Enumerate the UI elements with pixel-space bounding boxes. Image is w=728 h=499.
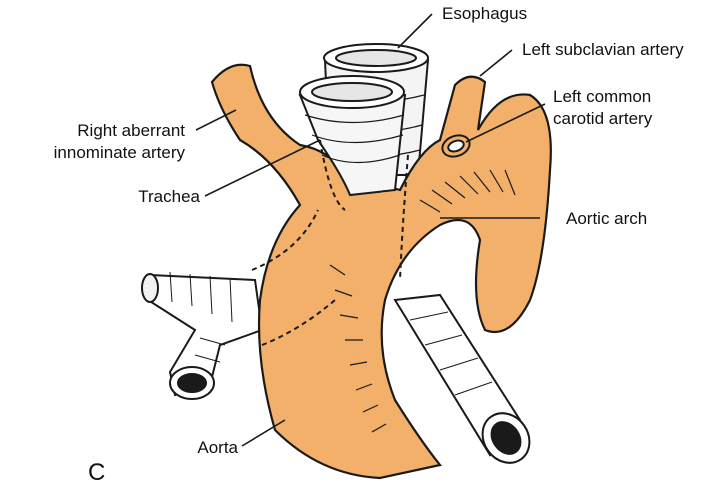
leader-lines bbox=[195, 13, 546, 447]
left-common-carotid-label-line2: carotid artery bbox=[553, 109, 653, 128]
esophagus-leader bbox=[397, 13, 433, 49]
trachea-leader bbox=[204, 139, 321, 197]
lower-left-tube bbox=[141, 271, 264, 400]
aortic-vessels bbox=[210, 63, 552, 480]
trachea-label: Trachea bbox=[138, 187, 200, 206]
left-common-carotid-label-line1: Left common bbox=[553, 87, 652, 106]
right-aberrant-label-line1: Right aberrant bbox=[77, 121, 185, 140]
aortic-arch-label: Aortic arch bbox=[566, 209, 648, 228]
aorta-leader bbox=[241, 419, 286, 447]
lower-right-tube bbox=[393, 293, 531, 464]
esophagus-label: Esophagus bbox=[442, 4, 528, 23]
hidden-outlines bbox=[251, 139, 409, 346]
arch-hatching bbox=[329, 169, 516, 433]
right-aberrant-label-line2: innominate artery bbox=[53, 143, 185, 162]
left-common-carotid-leader bbox=[465, 103, 546, 143]
left-subclavian-leader bbox=[479, 49, 513, 77]
carotid-stump bbox=[441, 134, 471, 158]
panel-letter: C bbox=[88, 459, 106, 486]
left-subclavian-label: Left subclavian artery bbox=[522, 40, 684, 59]
aorta-label: Aorta bbox=[197, 438, 238, 457]
right-aberrant-leader bbox=[195, 109, 237, 131]
